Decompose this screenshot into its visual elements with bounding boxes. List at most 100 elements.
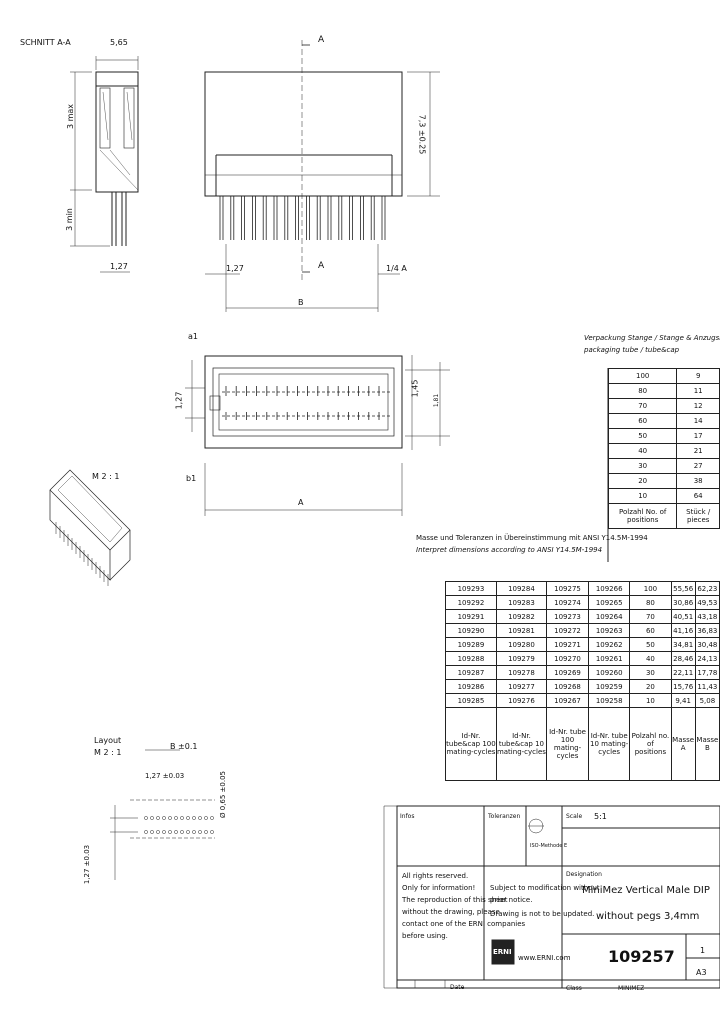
dim-h3-top: 3 max bbox=[66, 103, 76, 130]
parts-cell: 40,51 bbox=[670, 609, 696, 624]
packaging-header: Polzahl No. of positions bbox=[607, 503, 678, 529]
section-body bbox=[95, 71, 139, 193]
parts-cell: 10 bbox=[629, 693, 672, 708]
packaging-cell: 10 bbox=[607, 488, 678, 504]
parts-header: Id-Nr. tube&cap 100 mating-cycles bbox=[445, 707, 497, 781]
tb-rights: All rights reserved. bbox=[402, 872, 469, 880]
parts-cell: 109287 bbox=[445, 665, 497, 680]
dim-top-width: 5,65 bbox=[110, 38, 128, 47]
tb-rights2: Only for information! bbox=[402, 884, 476, 892]
packaging-header: Stück / pieces bbox=[676, 503, 720, 529]
packaging-cell: 80 bbox=[607, 383, 678, 399]
packaging-cell: 40 bbox=[607, 443, 678, 459]
tb-subject2: prior notice. bbox=[490, 896, 533, 904]
parts-cell: 60 bbox=[629, 623, 672, 638]
parts-header: Id-Nr. tube 100 mating-cycles bbox=[545, 707, 590, 781]
tolerance-note-de: Masse und Toleranzen in Übereinstimmung … bbox=[416, 534, 648, 542]
parts-cell: 11,43 bbox=[694, 679, 720, 694]
parts-cell: 109286 bbox=[445, 679, 497, 694]
tb-class-label: Class bbox=[566, 985, 582, 992]
parts-cell: 109274 bbox=[545, 595, 590, 610]
tb-class-value: MINIMEZ bbox=[618, 985, 645, 992]
layout-hole bbox=[150, 816, 154, 820]
erni-logo-box bbox=[491, 939, 515, 965]
dim-row-145: 1,45 bbox=[410, 379, 420, 398]
parts-cell: 15,76 bbox=[670, 679, 696, 694]
packaging-cell: 11 bbox=[676, 383, 720, 399]
dim-pitch-left: 1,27 bbox=[110, 262, 128, 271]
parts-cell: 30 bbox=[629, 665, 672, 680]
parts-cell: 109258 bbox=[588, 693, 631, 708]
layout-hole bbox=[192, 830, 196, 834]
parts-cell: 9,41 bbox=[670, 693, 696, 708]
parts-cell: 36,83 bbox=[694, 623, 720, 638]
tb-infos: Infos bbox=[400, 813, 415, 820]
layout-dim-hole: Ø 0,65 ±0.05 bbox=[219, 771, 227, 818]
parts-cell: 109263 bbox=[588, 623, 631, 638]
parts-cell: 109288 bbox=[445, 651, 497, 666]
tb-projection: ISO-Methode E bbox=[530, 843, 568, 849]
parts-cell: 109277 bbox=[495, 679, 547, 694]
layout-scale: M 2 : 1 bbox=[94, 748, 122, 757]
tb-designation-label: Designation bbox=[566, 871, 602, 878]
tb-scale-value: 5:1 bbox=[594, 812, 607, 821]
parts-cell: 109284 bbox=[495, 581, 547, 596]
tb-designation: MiniMez Vertical Male DIP bbox=[582, 885, 710, 896]
parts-cell: 109269 bbox=[545, 665, 590, 680]
layout-hole bbox=[204, 830, 208, 834]
tb-scale-label: Scale bbox=[566, 813, 583, 820]
packaging-cell: 21 bbox=[676, 443, 720, 459]
parts-cell: 22,11 bbox=[670, 665, 696, 680]
dim-b: B bbox=[298, 298, 304, 307]
parts-cell: 109279 bbox=[495, 651, 547, 666]
layout-hole bbox=[204, 816, 208, 820]
parts-cell: 30,48 bbox=[694, 637, 720, 652]
layout-hole bbox=[186, 816, 190, 820]
parts-cell: 109264 bbox=[588, 609, 631, 624]
parts-cell: 80 bbox=[629, 595, 672, 610]
tb-part-number: 109257 bbox=[608, 947, 675, 966]
section-marker-bottom: A bbox=[318, 261, 325, 271]
tb-sheet: 1 bbox=[700, 946, 706, 955]
layout-hole bbox=[150, 830, 154, 834]
parts-cell: 109293 bbox=[445, 581, 497, 596]
tb-rights5: contact one of the ERNI companies bbox=[402, 920, 526, 928]
parts-cell: 109272 bbox=[545, 623, 590, 638]
dim-height: 7,3 ±0.25 bbox=[417, 114, 427, 155]
packaging-cell: 38 bbox=[676, 473, 720, 489]
parts-header: Polzahl no. of positions bbox=[629, 707, 672, 781]
parts-cell: 109270 bbox=[545, 651, 590, 666]
isometric-view bbox=[49, 469, 131, 586]
parts-cell: 41,16 bbox=[670, 623, 696, 638]
packaging-cell: 12 bbox=[676, 398, 720, 414]
packaging-cell: 9 bbox=[676, 368, 720, 384]
scale-isometric: M 2 : 1 bbox=[92, 472, 120, 481]
parts-cell: 109281 bbox=[495, 623, 547, 638]
dim-half-a: 1/4 A bbox=[386, 264, 407, 273]
parts-cell: 109275 bbox=[545, 581, 590, 596]
layout-hole bbox=[168, 830, 172, 834]
dim-pitch-top: 1,27 bbox=[174, 391, 184, 410]
tb-tolerances: Toleranzen bbox=[488, 813, 521, 820]
layout-hole bbox=[210, 816, 214, 820]
parts-cell: 109278 bbox=[495, 665, 547, 680]
parts-cell: 109282 bbox=[495, 609, 547, 624]
front-body bbox=[204, 71, 403, 197]
layout-hole bbox=[174, 830, 178, 834]
packaging-cell: 20 bbox=[607, 473, 678, 489]
layout-hole bbox=[186, 830, 190, 834]
dim-pitch-front: 1,27 bbox=[226, 264, 244, 273]
parts-cell: 109276 bbox=[495, 693, 547, 708]
packaging-cell: 14 bbox=[676, 413, 720, 429]
